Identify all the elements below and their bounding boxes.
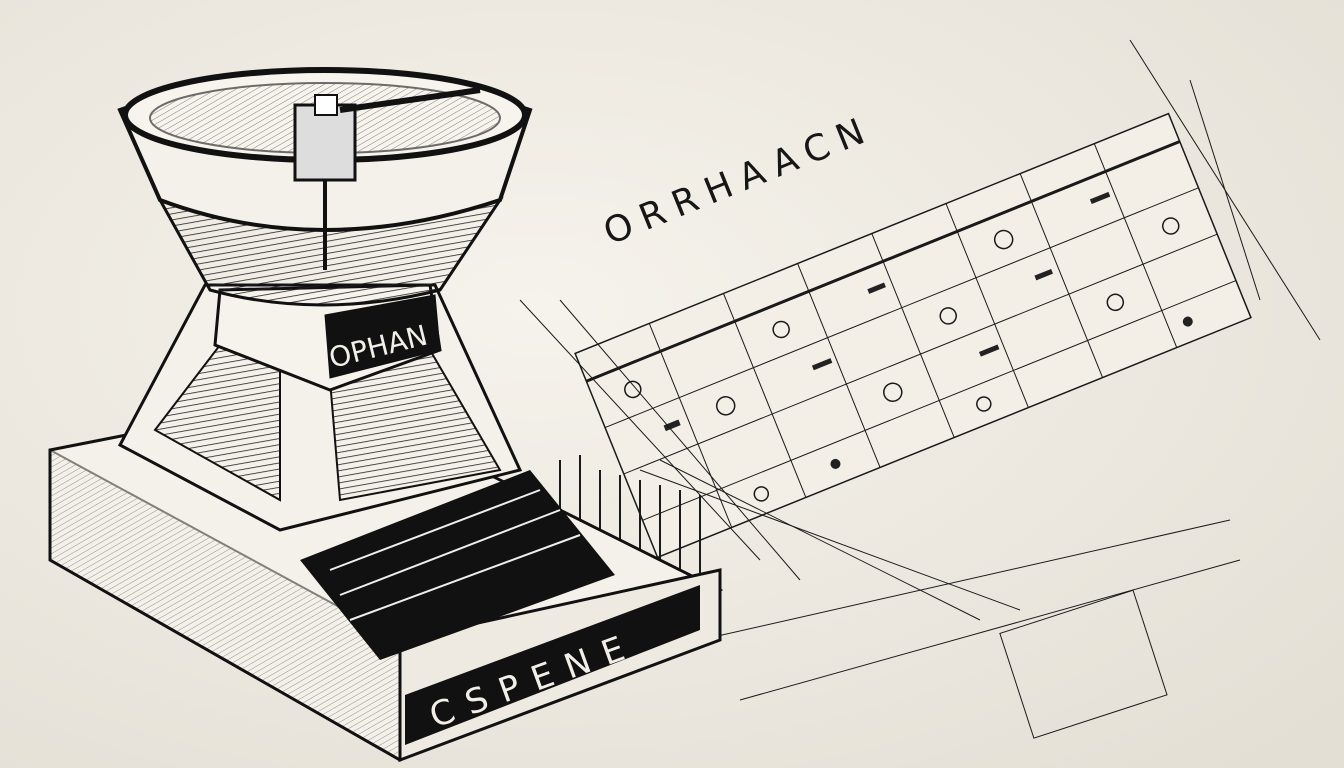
coffee-grinder	[117, 67, 533, 532]
schematic-diagram	[519, 39, 1321, 739]
